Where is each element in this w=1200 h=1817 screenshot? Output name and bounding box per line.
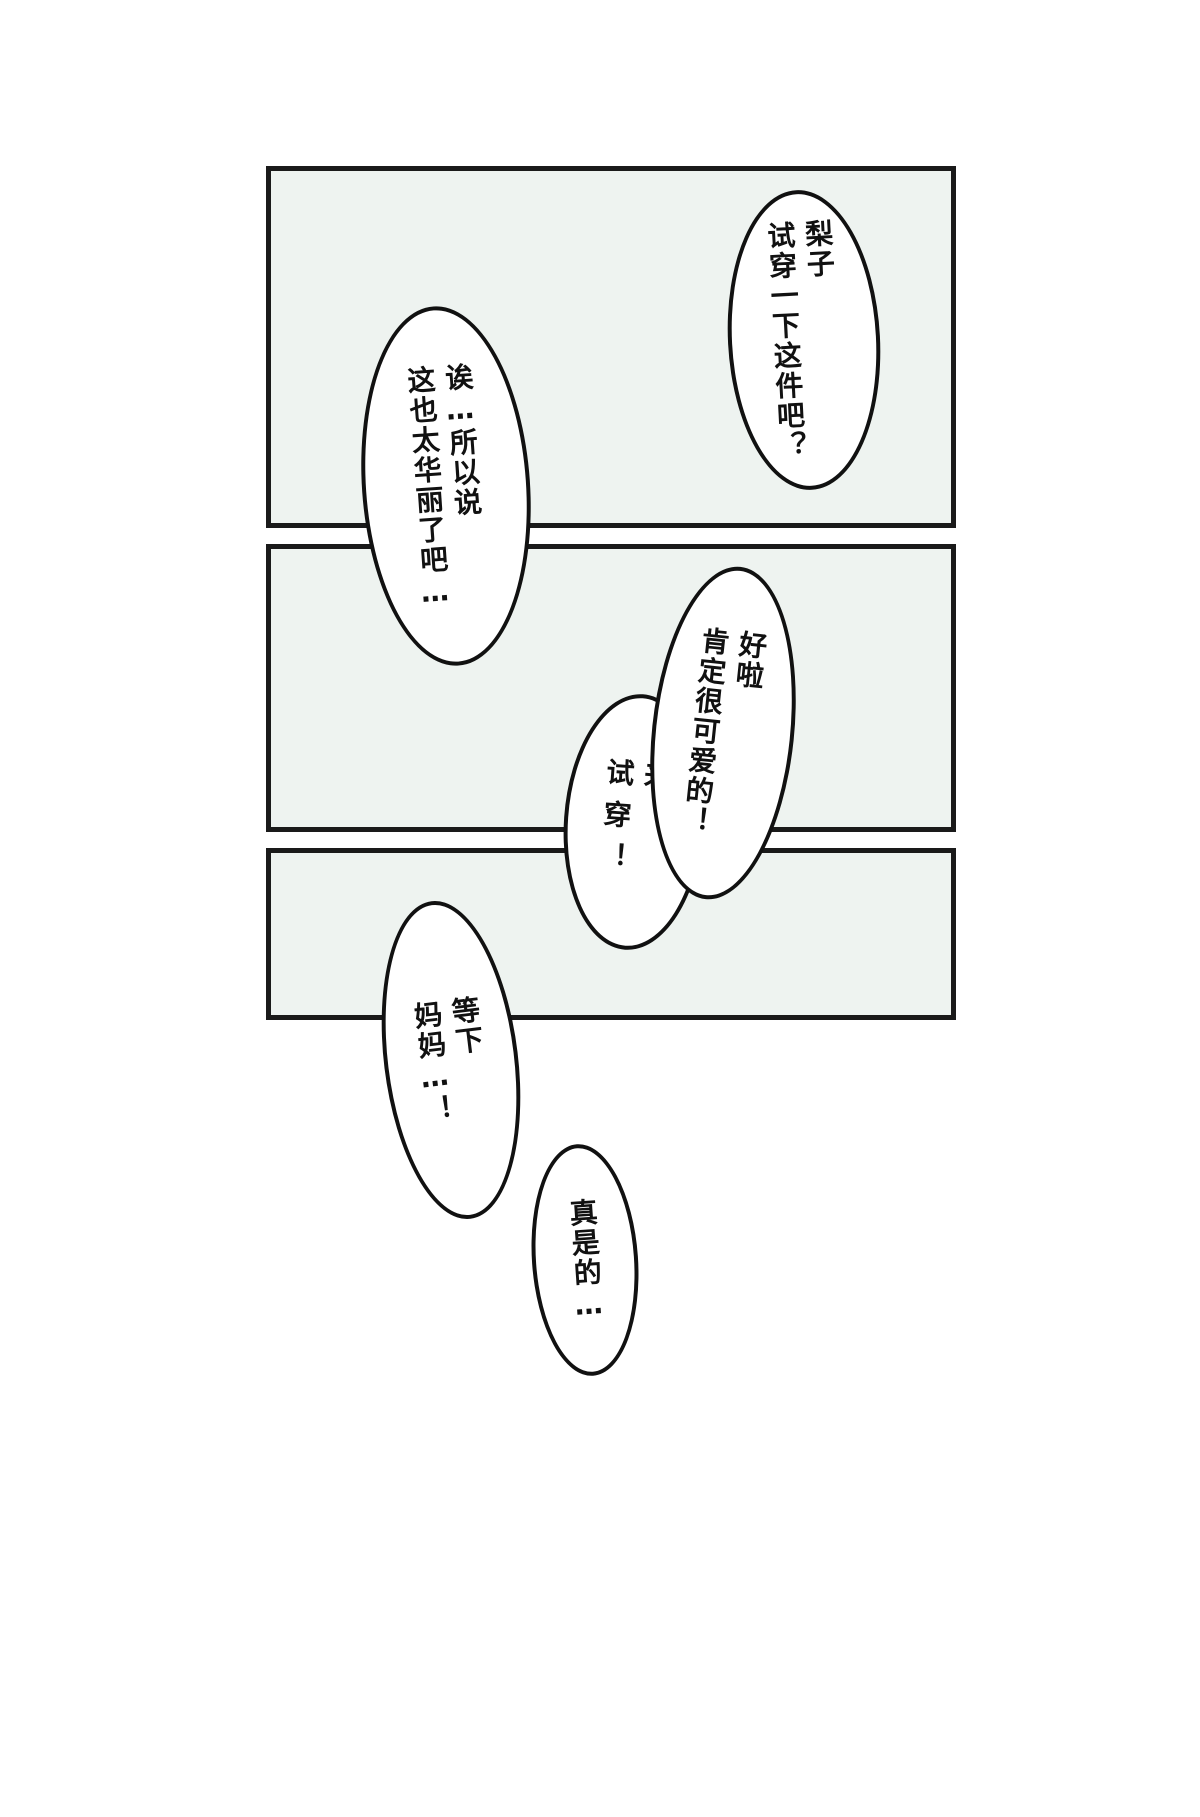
speech-text-riko: 梨子 试穿一下这件吧？ <box>760 218 848 462</box>
speech-text-zhen: 真是的… <box>562 1196 608 1323</box>
speech-text-ei: 诶…所以说 这也太华丽了吧… <box>400 361 492 611</box>
speech-text-hao: 好啦 肯定很可爱的！ <box>674 625 771 842</box>
speech-bubble-zhen: 真是的… <box>524 1140 646 1380</box>
speech-text-deng: 等下 妈妈…！ <box>406 993 496 1127</box>
speech-line: 真是的… <box>564 1196 607 1324</box>
